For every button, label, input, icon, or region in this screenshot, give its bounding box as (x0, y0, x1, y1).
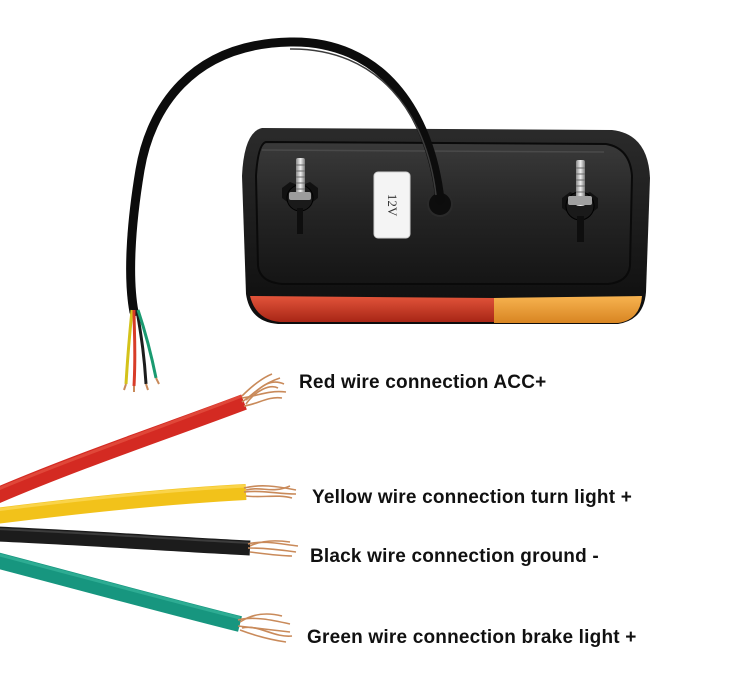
green-wire (0, 552, 293, 643)
left-mounting-bolt (282, 158, 318, 234)
tail-light-housing (242, 128, 650, 324)
green-wire-label: Green wire connection brake light + (307, 627, 637, 648)
red-lens (250, 296, 494, 322)
cable-end-small-wires (123, 309, 160, 392)
red-wire (0, 373, 287, 503)
black-wire-label: Black wire connection ground - (310, 546, 599, 567)
red-wire-label: Red wire connection ACC+ (299, 372, 547, 393)
voltage-sticker-text: 12V (385, 194, 400, 217)
black-wire (0, 526, 299, 557)
red-wire-copper-strands (241, 373, 287, 407)
green-wire-copper-strands (237, 613, 293, 643)
voltage-sticker: 12V (373, 171, 411, 239)
right-mounting-bolt (562, 160, 598, 242)
yellow-wire (0, 484, 297, 524)
yellow-wire-copper-strands (243, 485, 297, 499)
black-wire-copper-strands (247, 540, 299, 557)
amber-lens (494, 296, 642, 323)
yellow-wire-label: Yellow wire connection turn light + (312, 487, 633, 508)
main-cable (126, 37, 453, 317)
